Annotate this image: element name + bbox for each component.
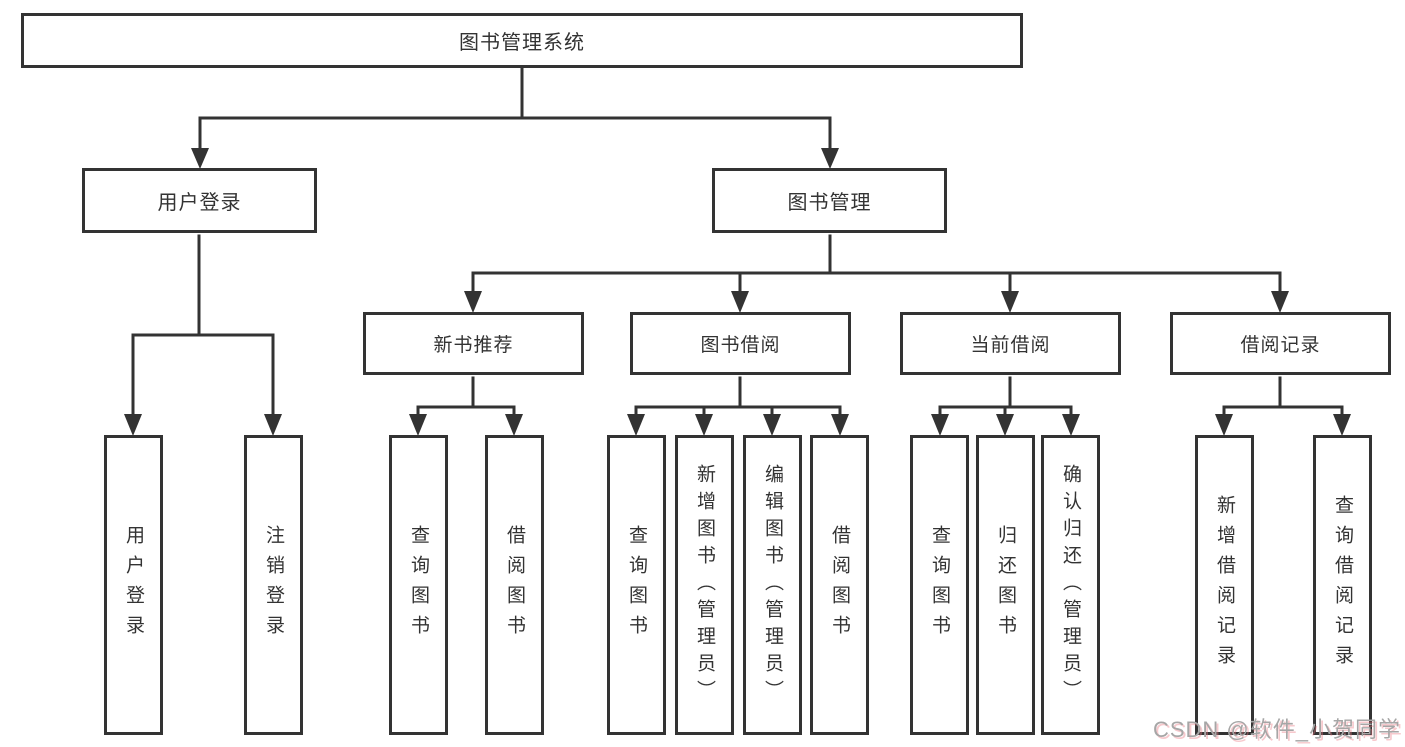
leaf-add-borrow-record-label: 新增借阅记录 bbox=[1214, 495, 1235, 675]
leaf-borrow-books-borrow-label: 借阅图书 bbox=[829, 525, 850, 645]
leaf-add-book-admin: 新增图书（管理员） bbox=[675, 435, 734, 735]
leaf-borrow-books-newbook-label: 借阅图书 bbox=[504, 525, 525, 645]
node-borrowing-records: 借阅记录 bbox=[1170, 312, 1391, 375]
node-current-borrowing-label: 当前借阅 bbox=[970, 335, 1051, 356]
leaf-add-borrow-record: 新增借阅记录 bbox=[1195, 435, 1254, 735]
watermark: CSDN @软件_小贺同学 bbox=[1152, 717, 1401, 742]
leaf-add-book-admin-label: 新增图书（管理员） bbox=[694, 463, 715, 707]
leaf-borrow-books-newbook: 借阅图书 bbox=[485, 435, 544, 735]
leaf-query-books-current-label: 查询图书 bbox=[929, 525, 950, 645]
leaf-query-books-current: 查询图书 bbox=[910, 435, 969, 735]
leaf-return-books-label: 归还图书 bbox=[995, 525, 1016, 645]
node-new-book-recommendation-label: 新书推荐 bbox=[433, 335, 514, 356]
node-current-borrowing: 当前借阅 bbox=[900, 312, 1121, 375]
leaf-query-borrow-record-label: 查询借阅记录 bbox=[1332, 495, 1353, 675]
node-book-borrowing-label: 图书借阅 bbox=[700, 335, 781, 356]
leaf-query-books-borrow-label: 查询图书 bbox=[626, 525, 647, 645]
node-book-management-label: 图书管理 bbox=[787, 192, 872, 214]
node-user-login-label: 用户登录 bbox=[157, 192, 242, 214]
leaf-logout-login-label: 注销登录 bbox=[263, 525, 284, 645]
leaf-user-login: 用户登录 bbox=[104, 435, 163, 735]
leaf-confirm-return-admin-label: 确认归还（管理员） bbox=[1060, 463, 1081, 707]
leaf-user-login-label: 用户登录 bbox=[123, 525, 144, 645]
leaf-return-books: 归还图书 bbox=[976, 435, 1035, 735]
node-library-system-label: 图书管理系统 bbox=[459, 32, 585, 54]
leaf-query-books-borrow: 查询图书 bbox=[607, 435, 666, 735]
node-book-management: 图书管理 bbox=[712, 168, 947, 233]
leaf-confirm-return-admin: 确认归还（管理员） bbox=[1041, 435, 1100, 735]
leaf-logout-login: 注销登录 bbox=[244, 435, 303, 735]
leaf-query-books-newbook-label: 查询图书 bbox=[408, 525, 429, 645]
leaf-query-books-newbook: 查询图书 bbox=[389, 435, 448, 735]
node-library-system: 图书管理系统 bbox=[21, 13, 1023, 68]
node-book-borrowing: 图书借阅 bbox=[630, 312, 851, 375]
node-borrowing-records-label: 借阅记录 bbox=[1240, 335, 1321, 356]
node-new-book-recommendation: 新书推荐 bbox=[363, 312, 584, 375]
leaf-edit-book-admin-label: 编辑图书（管理员） bbox=[762, 463, 783, 707]
node-user-login: 用户登录 bbox=[82, 168, 317, 233]
leaf-edit-book-admin: 编辑图书（管理员） bbox=[743, 435, 802, 735]
leaf-query-borrow-record: 查询借阅记录 bbox=[1313, 435, 1372, 735]
leaf-borrow-books-borrow: 借阅图书 bbox=[810, 435, 869, 735]
